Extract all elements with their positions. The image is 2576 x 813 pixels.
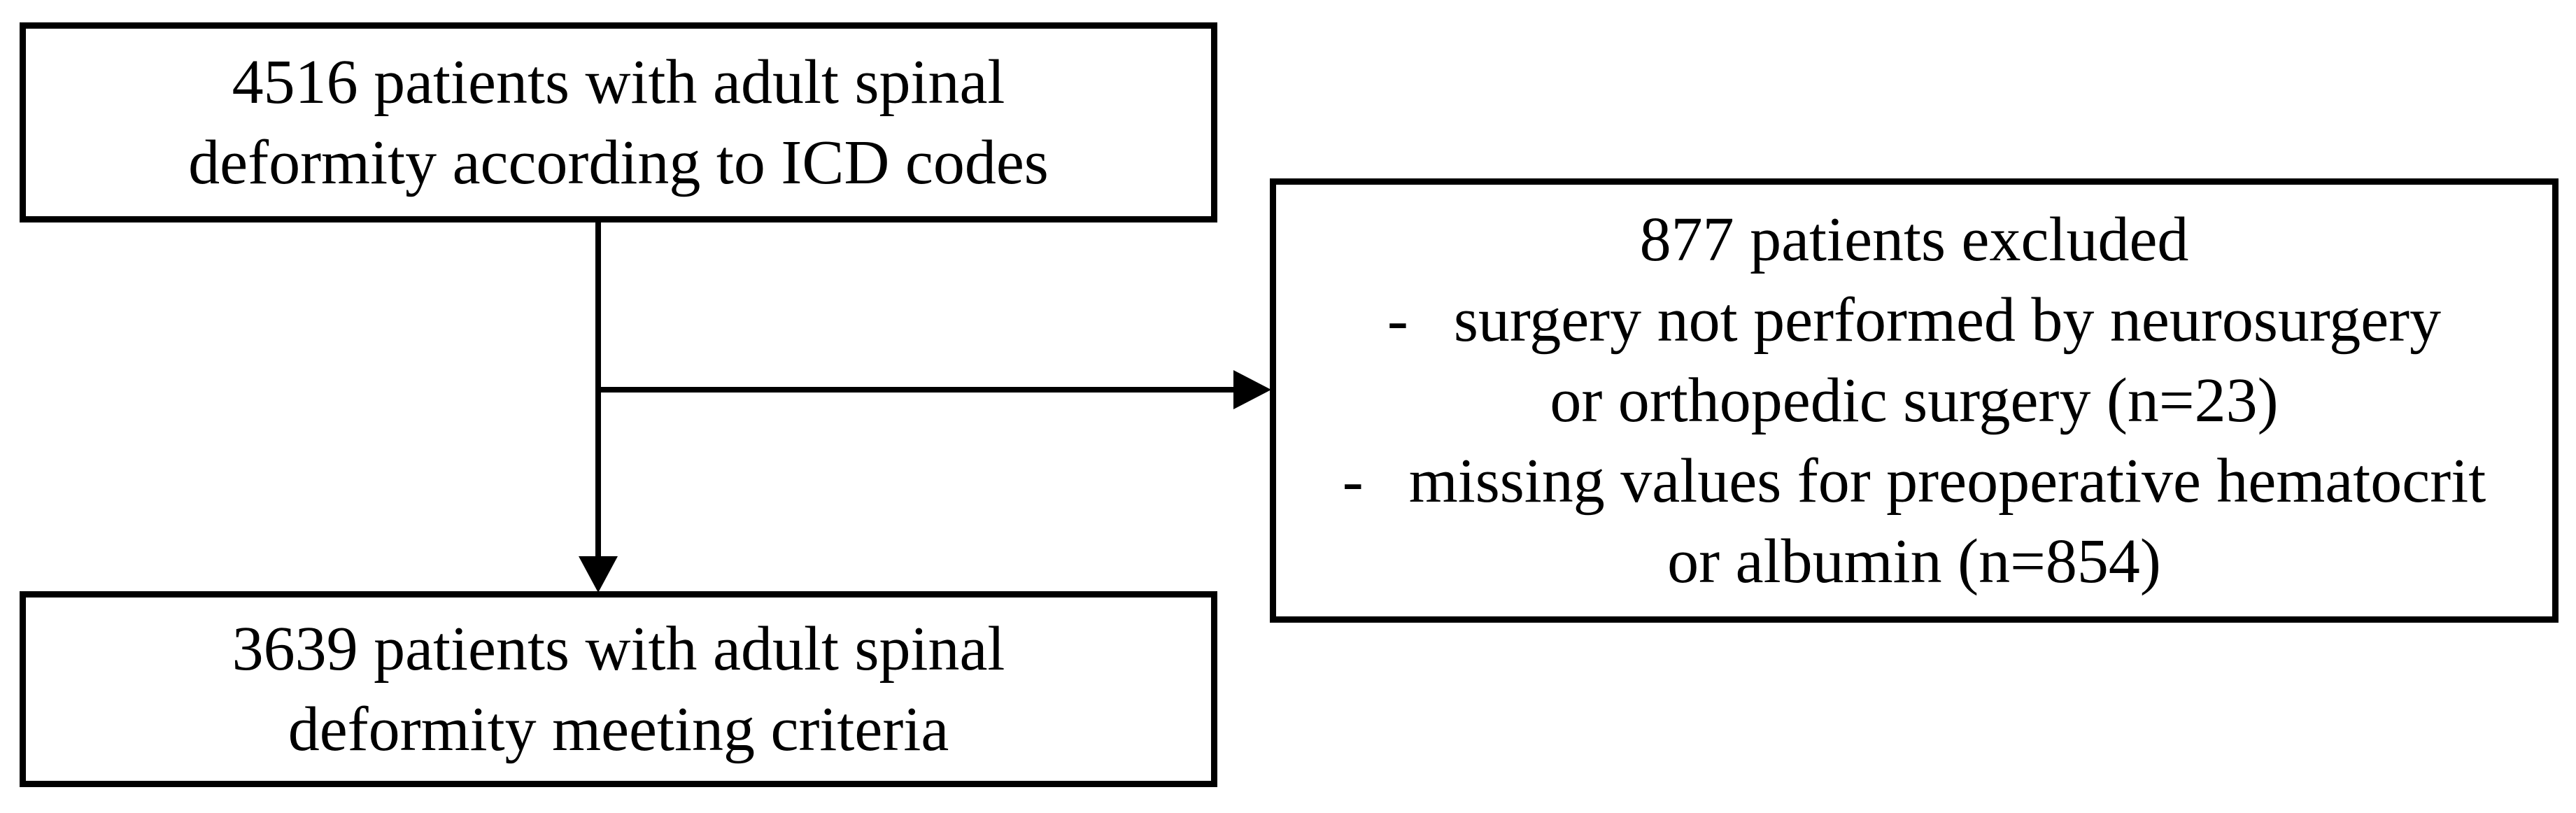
down-arrowhead-icon (579, 556, 618, 593)
excluded-bullet-2-line-2: or albumin (n=854) (1667, 527, 2161, 596)
flow-node-final-cohort: 3639 patients with adult spinal deformit… (20, 591, 1217, 787)
flow-node-initial-cohort: 4516 patients with adult spinal deformit… (20, 22, 1217, 222)
excluded-bullet-1-line-2: or orthopedic surgery (n=23) (1550, 366, 2279, 435)
excluded-title: 877 patients excluded (1639, 205, 2189, 274)
arrow-line-to-excluded (598, 387, 1233, 393)
initial-cohort-text-line-2: deformity according to ICD codes (188, 128, 1049, 197)
right-arrowhead-icon (1233, 370, 1271, 409)
final-cohort-text-line-1: 3639 patients with adult spinal (232, 614, 1005, 684)
excluded-bullet-2-text: missing values for preoperative hematocr… (1408, 446, 2486, 516)
bullet-2-dash-marker: - (1342, 446, 1364, 516)
flow-node-excluded: 877 patients excluded -surgery not perfo… (1270, 178, 2559, 623)
bullet-1-dash-marker: - (1387, 285, 1408, 355)
excluded-bullet-2-line-1: -missing values for preoperative hematoc… (1343, 441, 2486, 521)
excluded-bullet-1-text: surgery not performed by neurosurgery (1453, 285, 2442, 355)
final-cohort-text-line-2: deformity meeting criteria (288, 695, 949, 764)
initial-cohort-text-line-1: 4516 patients with adult spinal (232, 48, 1005, 117)
excluded-bullet-1-line-1: -surgery not performed by neurosurgery (1387, 280, 2441, 360)
